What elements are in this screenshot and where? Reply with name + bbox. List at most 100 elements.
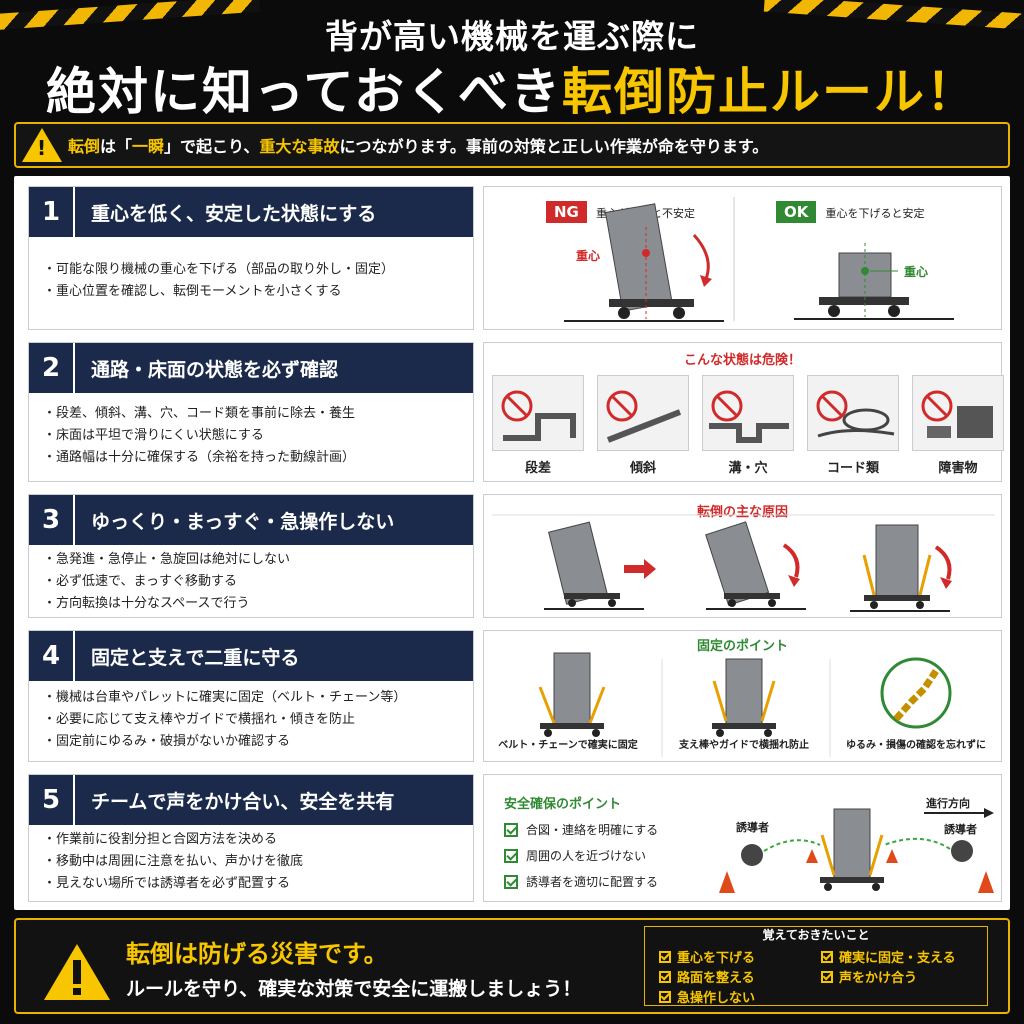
section-5: 5 チームで声をかけ合い、安全を共有 ・作業前に役割分担と合図方法を決める ・移… (28, 774, 1002, 902)
tipping-cause-illustration (492, 514, 995, 612)
remember-label: 急操作しない (677, 991, 756, 1006)
warning-t5: 重大な事故 (259, 137, 340, 156)
warning-t6: につながります。事前の対策と正しい作業が命を守ります。 (339, 137, 769, 156)
hazard-label: コード類 (826, 461, 879, 476)
warning-t1: 転倒 (68, 137, 101, 156)
section-1-figure: NG 重心が高いと不安定 OK 重心を下げると安定 (483, 186, 1002, 330)
fix-title: 固定のポイント (696, 639, 788, 654)
section-number: 1 (29, 187, 75, 237)
team-checklist: 合図・連絡を明確にする 周囲の人を近づけない 誘導者を適切に配置する (504, 817, 658, 895)
cog-label-ng: 重心 (576, 249, 601, 263)
bullet-item: ・必要に応じて支え棒やガイドで横揺れ・傾きを防止 (43, 712, 356, 727)
ok-label-group: OK 重心を下げると安定 (776, 201, 924, 223)
check-label: 誘導者を適切に配置する (526, 875, 659, 889)
section-2-figure: こんな状態は危険！ 段差 傾斜 溝・穴 コード類 障害物 (483, 342, 1004, 482)
checkbox-icon (659, 970, 671, 983)
warning-triangle-icon (16, 124, 68, 166)
remember-label: 声をかけ合う (839, 971, 918, 986)
footer-subtitle: ルールを守り、確実な対策で安全に運搬しましょう！ (126, 978, 582, 1000)
checkbox-icon (504, 823, 518, 837)
bullet-item: ・可能な限り機械の重心を下げる（部品の取り外し・固定） (43, 262, 395, 277)
warning-t4: 」で起こり、 (164, 137, 260, 156)
section-4-header: 4 固定と支えで二重に守る (29, 631, 473, 681)
bullet-item: ・移動中は周囲に注意を払い、声かけを徹底 (43, 854, 304, 869)
fixing-illustration (538, 652, 952, 757)
title-line-2: 絶対に知っておくべき転倒防止ルール！ (0, 52, 1024, 124)
checkbox-icon (504, 875, 518, 889)
bullet-item: ・急発進・急停止・急旋回は絶対にしない (43, 552, 291, 567)
guide-left-label: 誘導者 (736, 821, 769, 834)
section-heading: 固定と支えで二重に守る (91, 646, 300, 669)
hazard-label: 溝・穴 (728, 461, 768, 476)
bullet-item: ・方向転換は十分なスペースで行う (43, 596, 250, 611)
ng-tag: NG (546, 201, 587, 223)
fix-caption: ゆるみ・損傷の確認を忘れずに (846, 740, 986, 751)
bullet-item: ・作業前に役割分担と合図方法を決める (43, 832, 278, 847)
remember-box: 覚えておきたいこと 重心を下げる 確実に固定・支える 路面を整える 声をかけ合う… (644, 926, 988, 1006)
section-1-text: 1 重心を低く、安定した状態にする ・可能な限り機械の重心を下げる（部品の取り外… (28, 186, 474, 330)
section-3-text: 3 ゆっくり・まっすぐ・急操作しない ・急発進・急停止・急旋回は絶対にしない ・… (28, 494, 474, 618)
section-5-header: 5 チームで声をかけ合い、安全を共有 (29, 775, 473, 825)
direction-label: 進行方向 (926, 797, 970, 810)
warning-text: 転倒は「一瞬」で起こり、重大な事故につながります。事前の対策と正しい作業が命を守… (68, 133, 768, 157)
cog-label-ok: 重心 (904, 265, 929, 279)
remember-title: 覚えておきたいこと (762, 928, 870, 942)
warning-t3: 一瞬 (132, 137, 165, 156)
hazard-label: 傾斜 (629, 461, 656, 476)
bullet-item: ・重心位置を確認し、転倒モーメントを小さくする (43, 284, 342, 299)
section-3-figure: 転倒の主な原因 (483, 494, 1002, 618)
footer-title: 転倒は防げる災害です。 (126, 940, 388, 968)
section-2: 2 通路・床面の状態を必ず確認 ・段差、傾斜、溝、穴、コード類を事前に除去・養生… (28, 342, 1004, 482)
warning-t2: は「 (100, 137, 133, 156)
hazard-groove-image (702, 375, 794, 451)
warning-banner: 転倒は「一瞬」で起こり、重大な事故につながります。事前の対策と正しい作業が命を守… (14, 122, 1010, 168)
check-item: 合図・連絡を明確にする (504, 817, 658, 843)
title-line-1: 背が高い機械を運ぶ際に (325, 17, 699, 56)
remember-item: 確実に固定・支える (821, 947, 956, 966)
section-3: 3 ゆっくり・まっすぐ・急操作しない ・急発進・急停止・急旋回は絶対にしない ・… (28, 494, 1002, 618)
bullet-item: ・段差、傾斜、溝、穴、コード類を事前に除去・養生 (43, 406, 356, 421)
section-number: 2 (29, 343, 75, 393)
team-title: 安全確保のポイント (504, 797, 622, 812)
fix-caption: ベルト・チェーンで確実に固定 (498, 740, 638, 751)
section-4: 4 固定と支えで二重に守る ・機械は台車やパレットに確実に固定（ベルト・チェーン… (28, 630, 1002, 762)
bullet-item: ・通路幅は十分に確保する（余裕を持った動線計画） (43, 450, 356, 465)
hazard-title: こんな状態は危険！ (683, 353, 801, 368)
section-heading: チームで声をかけ合い、安全を共有 (91, 790, 395, 813)
section-heading: ゆっくり・まっすぐ・急操作しない (91, 510, 395, 533)
cog-illustration (564, 197, 954, 322)
team-illustration (719, 808, 994, 893)
remember-item: 重心を下げる (659, 947, 755, 966)
checkbox-icon (821, 950, 833, 963)
check-item: 周囲の人を近づけない (504, 843, 658, 869)
bullet-item: ・必ず低速で、まっすぐ移動する (43, 574, 237, 589)
section-1-header: 1 重心を低く、安定した状態にする (29, 187, 473, 237)
section-5-figure: 安全確保のポイント 合図・連絡を明確にする 周囲の人を近づけない 誘導者を適切に… (483, 774, 1002, 902)
remember-label: 重心を下げる (677, 951, 756, 966)
section-2-header: 2 通路・床面の状態を必ず確認 (29, 343, 473, 393)
remember-item: 急操作しない (659, 987, 755, 1006)
hazard-cable-image (807, 375, 899, 451)
section-4-figure: 固定のポイント ベルト・チェーンで確実に固定 支え棒やガイドで横揺れ防止 ゆるみ… (483, 630, 1002, 762)
section-5-text: 5 チームで声をかけ合い、安全を共有 ・作業前に役割分担と合図方法を決める ・移… (28, 774, 474, 902)
checkbox-icon (504, 849, 518, 863)
title-highlight: 転倒防止ルール！ (562, 63, 978, 121)
remember-item: 声をかけ合う (821, 967, 917, 986)
section-heading: 通路・床面の状態を必ず確認 (91, 358, 339, 381)
section-1: 1 重心を低く、安定した状態にする ・可能な限り機械の重心を下げる（部品の取り外… (28, 186, 1002, 330)
bullet-item: ・見えない場所では誘導者を必ず配置する (43, 876, 291, 891)
checkbox-icon (821, 970, 833, 983)
ok-tag: OK (776, 201, 817, 223)
footer-banner: 転倒は防げる災害です。 ルールを守り、確実な対策で安全に運搬しましょう！ 覚えて… (14, 918, 1010, 1014)
hazard-obstacle-image (912, 375, 1004, 451)
hazard-label: 障害物 (938, 461, 978, 476)
check-label: 合図・連絡を明確にする (526, 823, 659, 837)
section-number: 4 (29, 631, 75, 681)
bullet-item: ・固定前にゆるみ・破損がないか確認する (43, 734, 291, 749)
rules-panel: 1 重心を低く、安定した状態にする ・可能な限り機械の重心を下げる（部品の取り外… (14, 176, 1010, 910)
section-heading: 重心を低く、安定した状態にする (91, 202, 377, 225)
fix-caption: 支え棒やガイドで横揺れ防止 (679, 740, 809, 751)
footer-warning-icon (42, 942, 112, 1006)
hazard-slope-image (597, 375, 689, 451)
bullet-item: ・床面は平坦で滑りにくい状態にする (43, 428, 264, 443)
